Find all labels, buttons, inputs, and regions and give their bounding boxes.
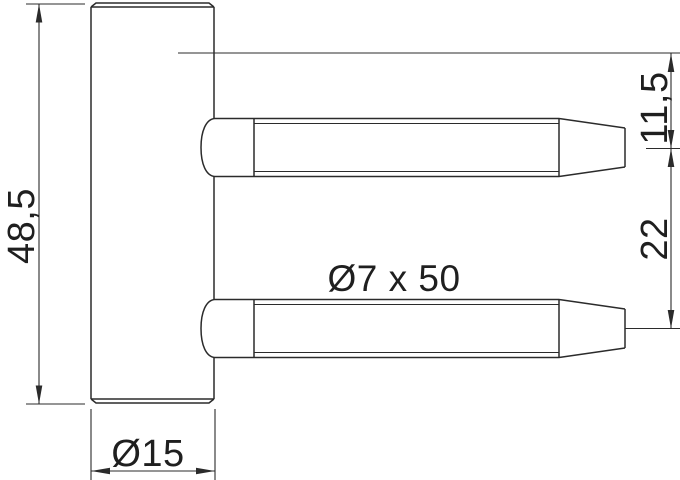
dim-pin-spacing-label: 22 xyxy=(634,217,676,260)
hinge-body xyxy=(90,2,215,404)
top-pin-taper-bottom xyxy=(558,166,626,178)
dim-48-arrow-up xyxy=(35,4,43,23)
dim-22-arrow-up xyxy=(667,148,675,167)
body-bottom-edge xyxy=(90,398,215,404)
dim-11-arrow-down xyxy=(667,130,675,149)
dimension-pin-spacing: 22 xyxy=(634,148,676,329)
bottom-pin xyxy=(200,298,626,359)
dimension-body-height: 48,5 xyxy=(1,3,85,405)
top-pin xyxy=(200,117,626,178)
bottom-pin-taper-top xyxy=(558,298,626,310)
dim-48-arrow-down xyxy=(35,385,43,404)
dim-body-diameter-label: Ø15 xyxy=(111,433,184,475)
dimension-top-to-first-pin: 11,5 xyxy=(634,53,676,149)
body-top-edge xyxy=(90,2,215,8)
dimension-body-diameter: Ø15 xyxy=(90,409,216,480)
pin-spec-label: Ø7 x 50 xyxy=(327,258,460,299)
dim-15-arrow-left xyxy=(91,467,110,475)
dim-top-to-first-pin-label: 11,5 xyxy=(634,71,676,144)
bottom-pin-taper-bottom xyxy=(558,347,626,359)
dim-15-arrow-right xyxy=(196,467,215,475)
dim-11-arrow-up xyxy=(667,53,675,72)
dim-22-arrow-down xyxy=(667,310,675,329)
dim-body-height-label: 48,5 xyxy=(1,188,43,264)
bottom-pin-cap-outline xyxy=(200,298,254,359)
top-pin-taper-top xyxy=(558,117,626,129)
top-pin-cap-outline xyxy=(200,117,254,178)
